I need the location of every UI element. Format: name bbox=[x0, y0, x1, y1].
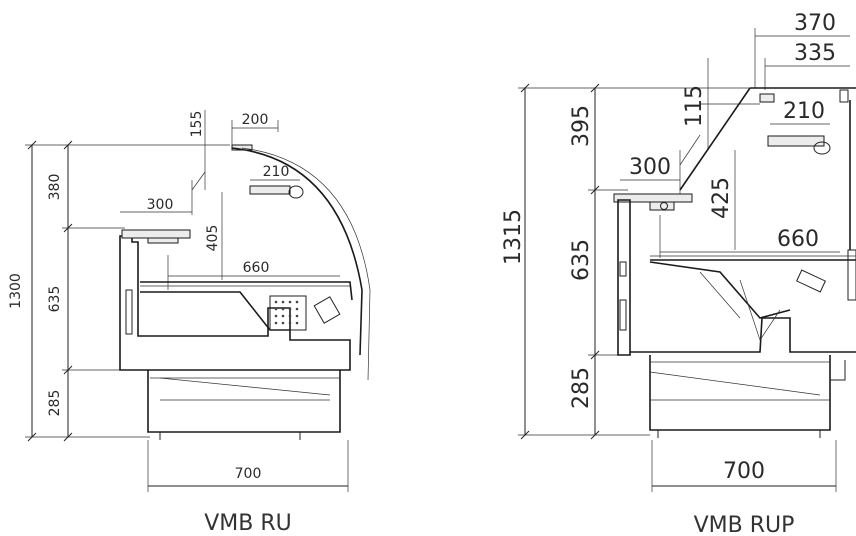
left-top-height: 380 bbox=[47, 174, 63, 201]
right-top-width-inner: 335 bbox=[794, 41, 836, 66]
left-top-width: 200 bbox=[242, 112, 269, 128]
right-top-width-outer: 370 bbox=[794, 11, 836, 36]
left-glass-height: 405 bbox=[205, 225, 221, 252]
left-unit-caption: VMB RU bbox=[204, 511, 292, 536]
left-base-width: 700 bbox=[235, 466, 262, 482]
left-shelf-depth: 210 bbox=[263, 164, 290, 180]
right-top-gap: 115 bbox=[682, 85, 707, 127]
left-unit-drawing bbox=[25, 110, 371, 492]
left-mid-height: 635 bbox=[47, 286, 63, 313]
right-unit-caption: VMB RUP bbox=[694, 513, 795, 536]
left-total-height: 1300 bbox=[8, 273, 24, 309]
left-counter-depth: 300 bbox=[147, 197, 174, 213]
right-glass-height: 425 bbox=[709, 177, 734, 219]
right-mid-height: 635 bbox=[569, 239, 594, 281]
right-base-height: 285 bbox=[569, 367, 594, 409]
right-unit-drawing bbox=[518, 28, 856, 492]
right-shelf-depth: 210 bbox=[783, 99, 825, 124]
left-top-gap: 155 bbox=[189, 111, 205, 138]
right-display-depth: 660 bbox=[777, 227, 819, 252]
right-base-width: 700 bbox=[723, 459, 765, 484]
left-display-depth: 660 bbox=[243, 260, 270, 276]
left-base-height: 285 bbox=[47, 390, 63, 417]
right-counter-depth: 300 bbox=[629, 155, 671, 180]
right-total-height: 1315 bbox=[501, 209, 526, 265]
right-top-height: 395 bbox=[569, 105, 594, 147]
